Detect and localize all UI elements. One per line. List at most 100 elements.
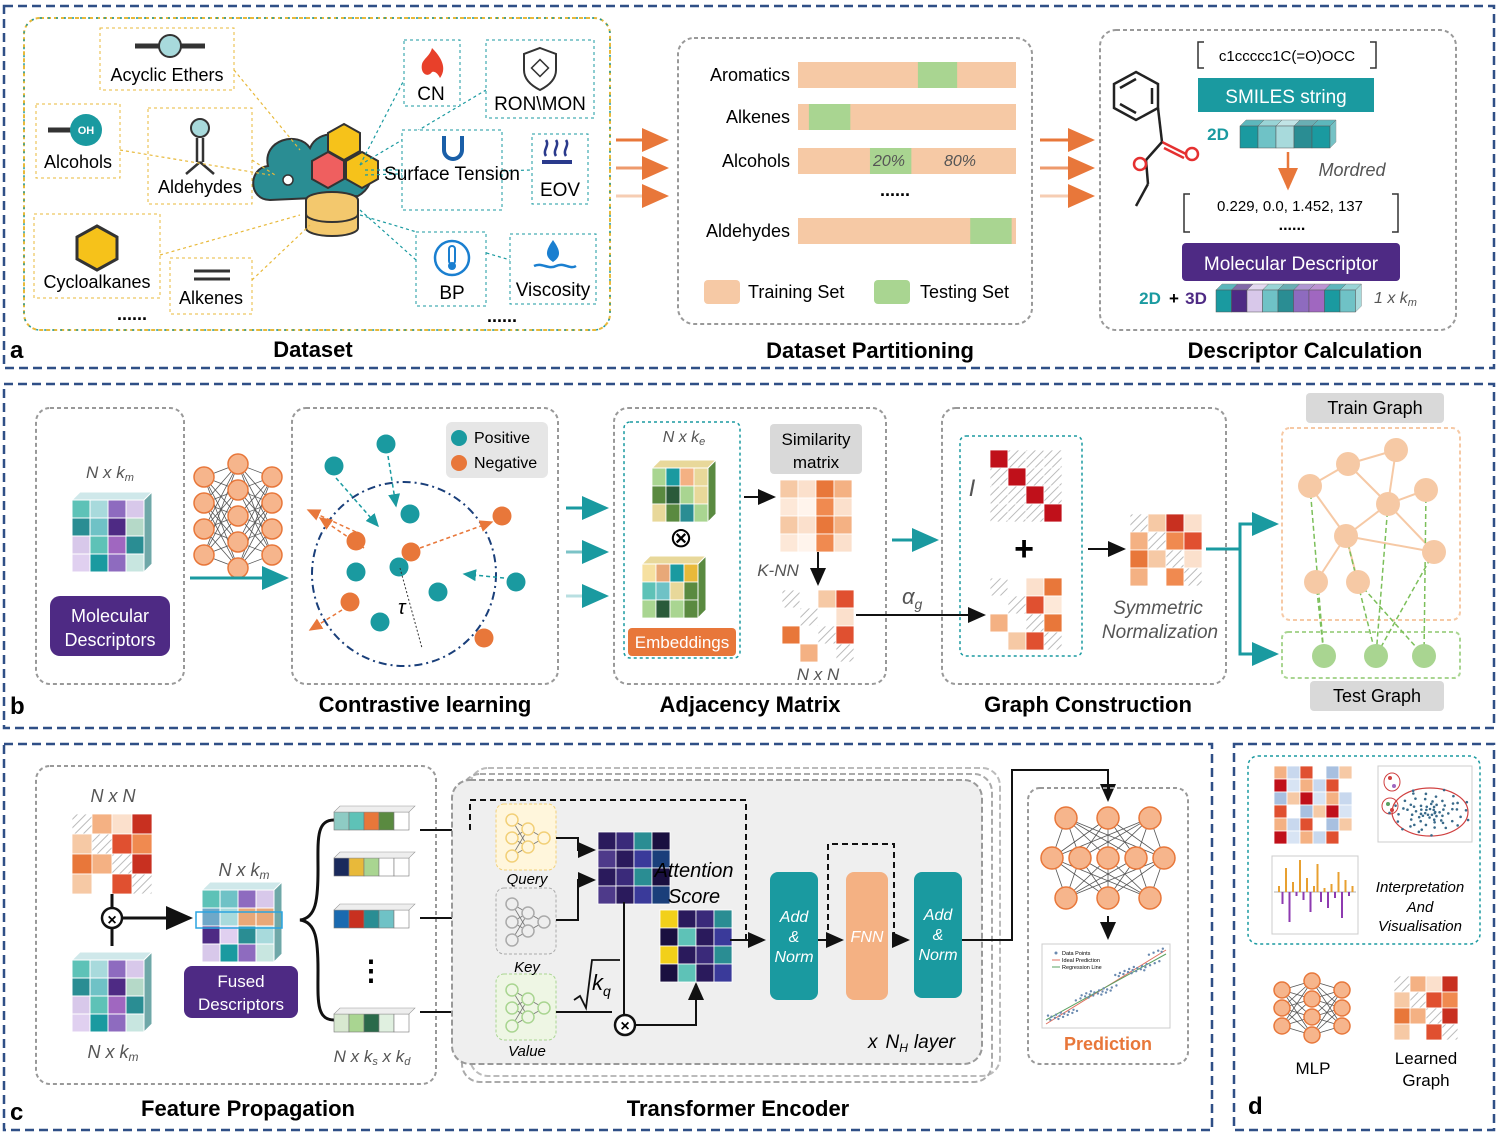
matrix-cell — [1393, 1023, 1411, 1041]
parity-point — [1153, 962, 1156, 965]
embedding-block-1 — [650, 458, 718, 524]
otimes-attn-circle — [613, 1013, 637, 1037]
residual-2 — [827, 843, 910, 948]
nn-node — [1068, 846, 1092, 870]
attention-line2: Score — [668, 886, 720, 908]
descriptor-cube — [70, 490, 154, 574]
bar — [1323, 888, 1326, 892]
nn-node — [505, 1001, 519, 1015]
matrix-cell — [1441, 1007, 1459, 1025]
cluster-point — [1412, 805, 1416, 808]
parity-point — [1053, 1016, 1057, 1019]
parity-point — [1102, 987, 1105, 990]
seq-cell — [363, 909, 380, 929]
descriptor-cube-c — [70, 950, 154, 1034]
parity-point — [1114, 973, 1117, 977]
parity-point — [1092, 994, 1095, 997]
matrix-cell — [1312, 830, 1327, 845]
bar — [1299, 860, 1301, 892]
nn-node — [505, 983, 519, 997]
embedding-cell — [651, 485, 667, 505]
matrix-cell — [1393, 991, 1411, 1009]
feature-prop-box — [35, 765, 437, 1085]
nk-label-c: N x km — [87, 1042, 138, 1064]
matrix-cell — [797, 497, 817, 517]
nn-node — [1273, 981, 1291, 999]
descriptor-box — [1099, 29, 1457, 331]
matrix-cell — [1129, 549, 1149, 569]
seq-cell — [363, 1013, 380, 1033]
mol-desc-box — [35, 407, 185, 685]
mol-desc-line1: Molecular — [71, 606, 149, 626]
matrix-cell — [1338, 830, 1353, 845]
matrix-cell — [1299, 791, 1314, 806]
matrix-cell — [597, 849, 617, 869]
nn-edge — [203, 463, 239, 530]
dim-label: 1 x km — [1374, 290, 1417, 309]
matrix-cell — [1025, 595, 1045, 615]
nn-node — [261, 544, 283, 566]
cluster-point — [1386, 802, 1390, 806]
parity-point — [1132, 965, 1136, 969]
family-label-cycloalkanes: Cycloalkanes — [43, 272, 150, 292]
parity-point — [1080, 994, 1083, 997]
embedding-cell — [693, 467, 709, 487]
parity-point — [1143, 969, 1146, 972]
parity-point — [1160, 950, 1163, 953]
qk-matrix — [597, 831, 671, 905]
alcohol-train-pct: 80% — [944, 153, 976, 170]
matrix-cell — [1007, 631, 1027, 651]
cluster-point — [1429, 802, 1433, 806]
cluster-point — [1425, 805, 1429, 809]
parity-legend-2: Ideal Prediction — [1062, 958, 1100, 964]
addnorm1-b: & — [789, 929, 800, 946]
matrix-cell — [1338, 791, 1353, 806]
matrix-cell — [1025, 467, 1045, 487]
parity-point — [1123, 969, 1126, 973]
parity-point — [1105, 988, 1109, 991]
matrix-cell — [1183, 549, 1203, 569]
nn-node — [521, 924, 535, 938]
embedding-top — [650, 459, 718, 469]
parity-point — [1144, 966, 1147, 969]
nn-node — [261, 518, 283, 540]
family-label-alcohols: Alcohols — [44, 152, 112, 172]
cluster-point — [1401, 827, 1404, 831]
matrix-cell — [1025, 503, 1045, 523]
heatmap-thumbnail — [1273, 765, 1353, 845]
cluster-thumbnail — [1377, 765, 1473, 843]
cluster-point — [1409, 818, 1413, 821]
matrix-cell — [815, 533, 835, 553]
bar — [1348, 892, 1350, 896]
matrix-cell — [71, 813, 93, 835]
bar — [1337, 872, 1340, 892]
parity-point — [1059, 1011, 1062, 1014]
parity-point — [1152, 951, 1155, 954]
matrix-cell — [989, 449, 1009, 469]
label-3d: 3D — [1185, 289, 1207, 308]
embedding-cell — [669, 581, 685, 601]
matrix-cell — [989, 467, 1009, 487]
cube-cell — [107, 499, 127, 519]
dataset-box-right-edge — [23, 17, 611, 331]
seq-vdots: ⋮ — [357, 955, 385, 986]
contrastive-point — [400, 504, 420, 524]
train-graph-label-box — [1306, 393, 1444, 423]
panel-d-border — [1232, 742, 1496, 1132]
family-alcohols: OH Alcohols — [35, 103, 121, 179]
matrix-cell — [1299, 830, 1314, 845]
bar — [1341, 892, 1343, 918]
vector-cell — [1257, 125, 1277, 149]
matrix-cell — [835, 643, 855, 663]
similarity-line2: matrix — [793, 453, 840, 472]
nn-edge — [1079, 817, 1151, 859]
parity-point — [1148, 964, 1152, 967]
legend-test-label: Testing Set — [920, 282, 1009, 302]
matrix-cell — [1043, 485, 1063, 505]
matrix-cell — [91, 833, 113, 855]
parity-point — [1126, 970, 1130, 974]
nn-node — [505, 1019, 519, 1033]
matrix-cell — [1007, 467, 1027, 487]
cluster-point — [1439, 819, 1443, 822]
